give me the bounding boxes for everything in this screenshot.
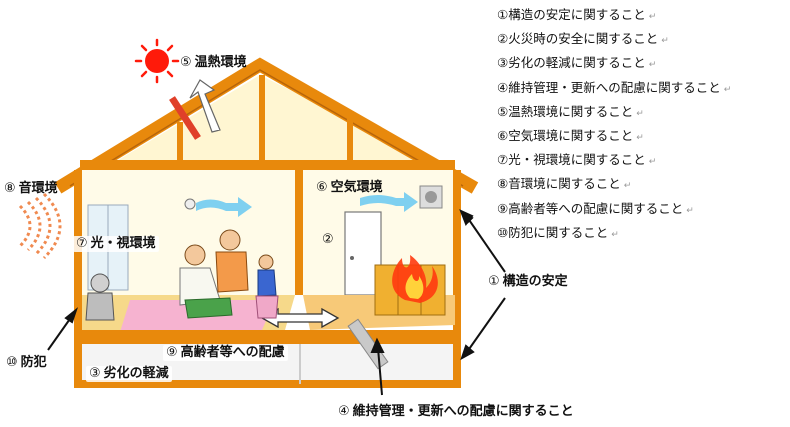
floor-beam (74, 330, 461, 344)
legend-item: ⑨高齢者等への配慮に関すること↵ (497, 200, 694, 216)
legend-item: ③劣化の軽減に関すること↵ (497, 55, 657, 71)
maintenance-arrow-icon (370, 337, 385, 396)
structure-arrow-icon (459, 209, 506, 361)
heat-ray-in (169, 96, 201, 140)
legend-item: ④維持管理・更新への配慮に関すること↵ (497, 79, 732, 95)
roof-frame (54, 57, 479, 194)
ceiling-beam (80, 160, 455, 170)
fire-icon (392, 255, 438, 303)
legend-item: ②火災時の安全に関すること↵ (497, 31, 669, 47)
air-arrow-living (196, 197, 252, 217)
people-figures (179, 229, 279, 319)
attic-space (110, 75, 440, 165)
right-wall (453, 170, 461, 385)
label-fire-safety: ② (322, 232, 334, 247)
ground-beam (74, 380, 461, 388)
legend-item: ①構造の安定に関すること↵ (497, 7, 657, 22)
legend-item: ⑩防犯に関すること↵ (497, 224, 619, 240)
legend-item: ⑧音環境に関すること↵ (497, 176, 632, 192)
sun-icon (134, 38, 180, 84)
partition-wall (295, 170, 303, 295)
legend-list: ①構造の安定に関すること↵ ②火災時の安全に関すること↵ ③劣化の軽減に関するこ… (497, 4, 787, 246)
vent-fan-hub (425, 191, 437, 203)
left-wall (74, 170, 82, 385)
air-arrow-kitchen (360, 192, 418, 212)
door-knob (350, 256, 354, 260)
legend-item: ⑦光・視環境に関すること↵ (497, 152, 657, 168)
roof-inner-line (69, 69, 464, 187)
heat-ray-out (189, 79, 221, 133)
legend-item: ⑤温熱環境に関すること↵ (497, 103, 644, 119)
sound-wave-icon (18, 192, 62, 260)
fire-core (405, 274, 424, 299)
wall-clock-icon (184, 198, 196, 210)
crime-arrow-icon (47, 307, 79, 351)
legend-item: ⑥空気環境に関すること↵ (497, 128, 644, 144)
intruder-figure (85, 273, 115, 321)
accessibility-arrow (260, 307, 340, 329)
